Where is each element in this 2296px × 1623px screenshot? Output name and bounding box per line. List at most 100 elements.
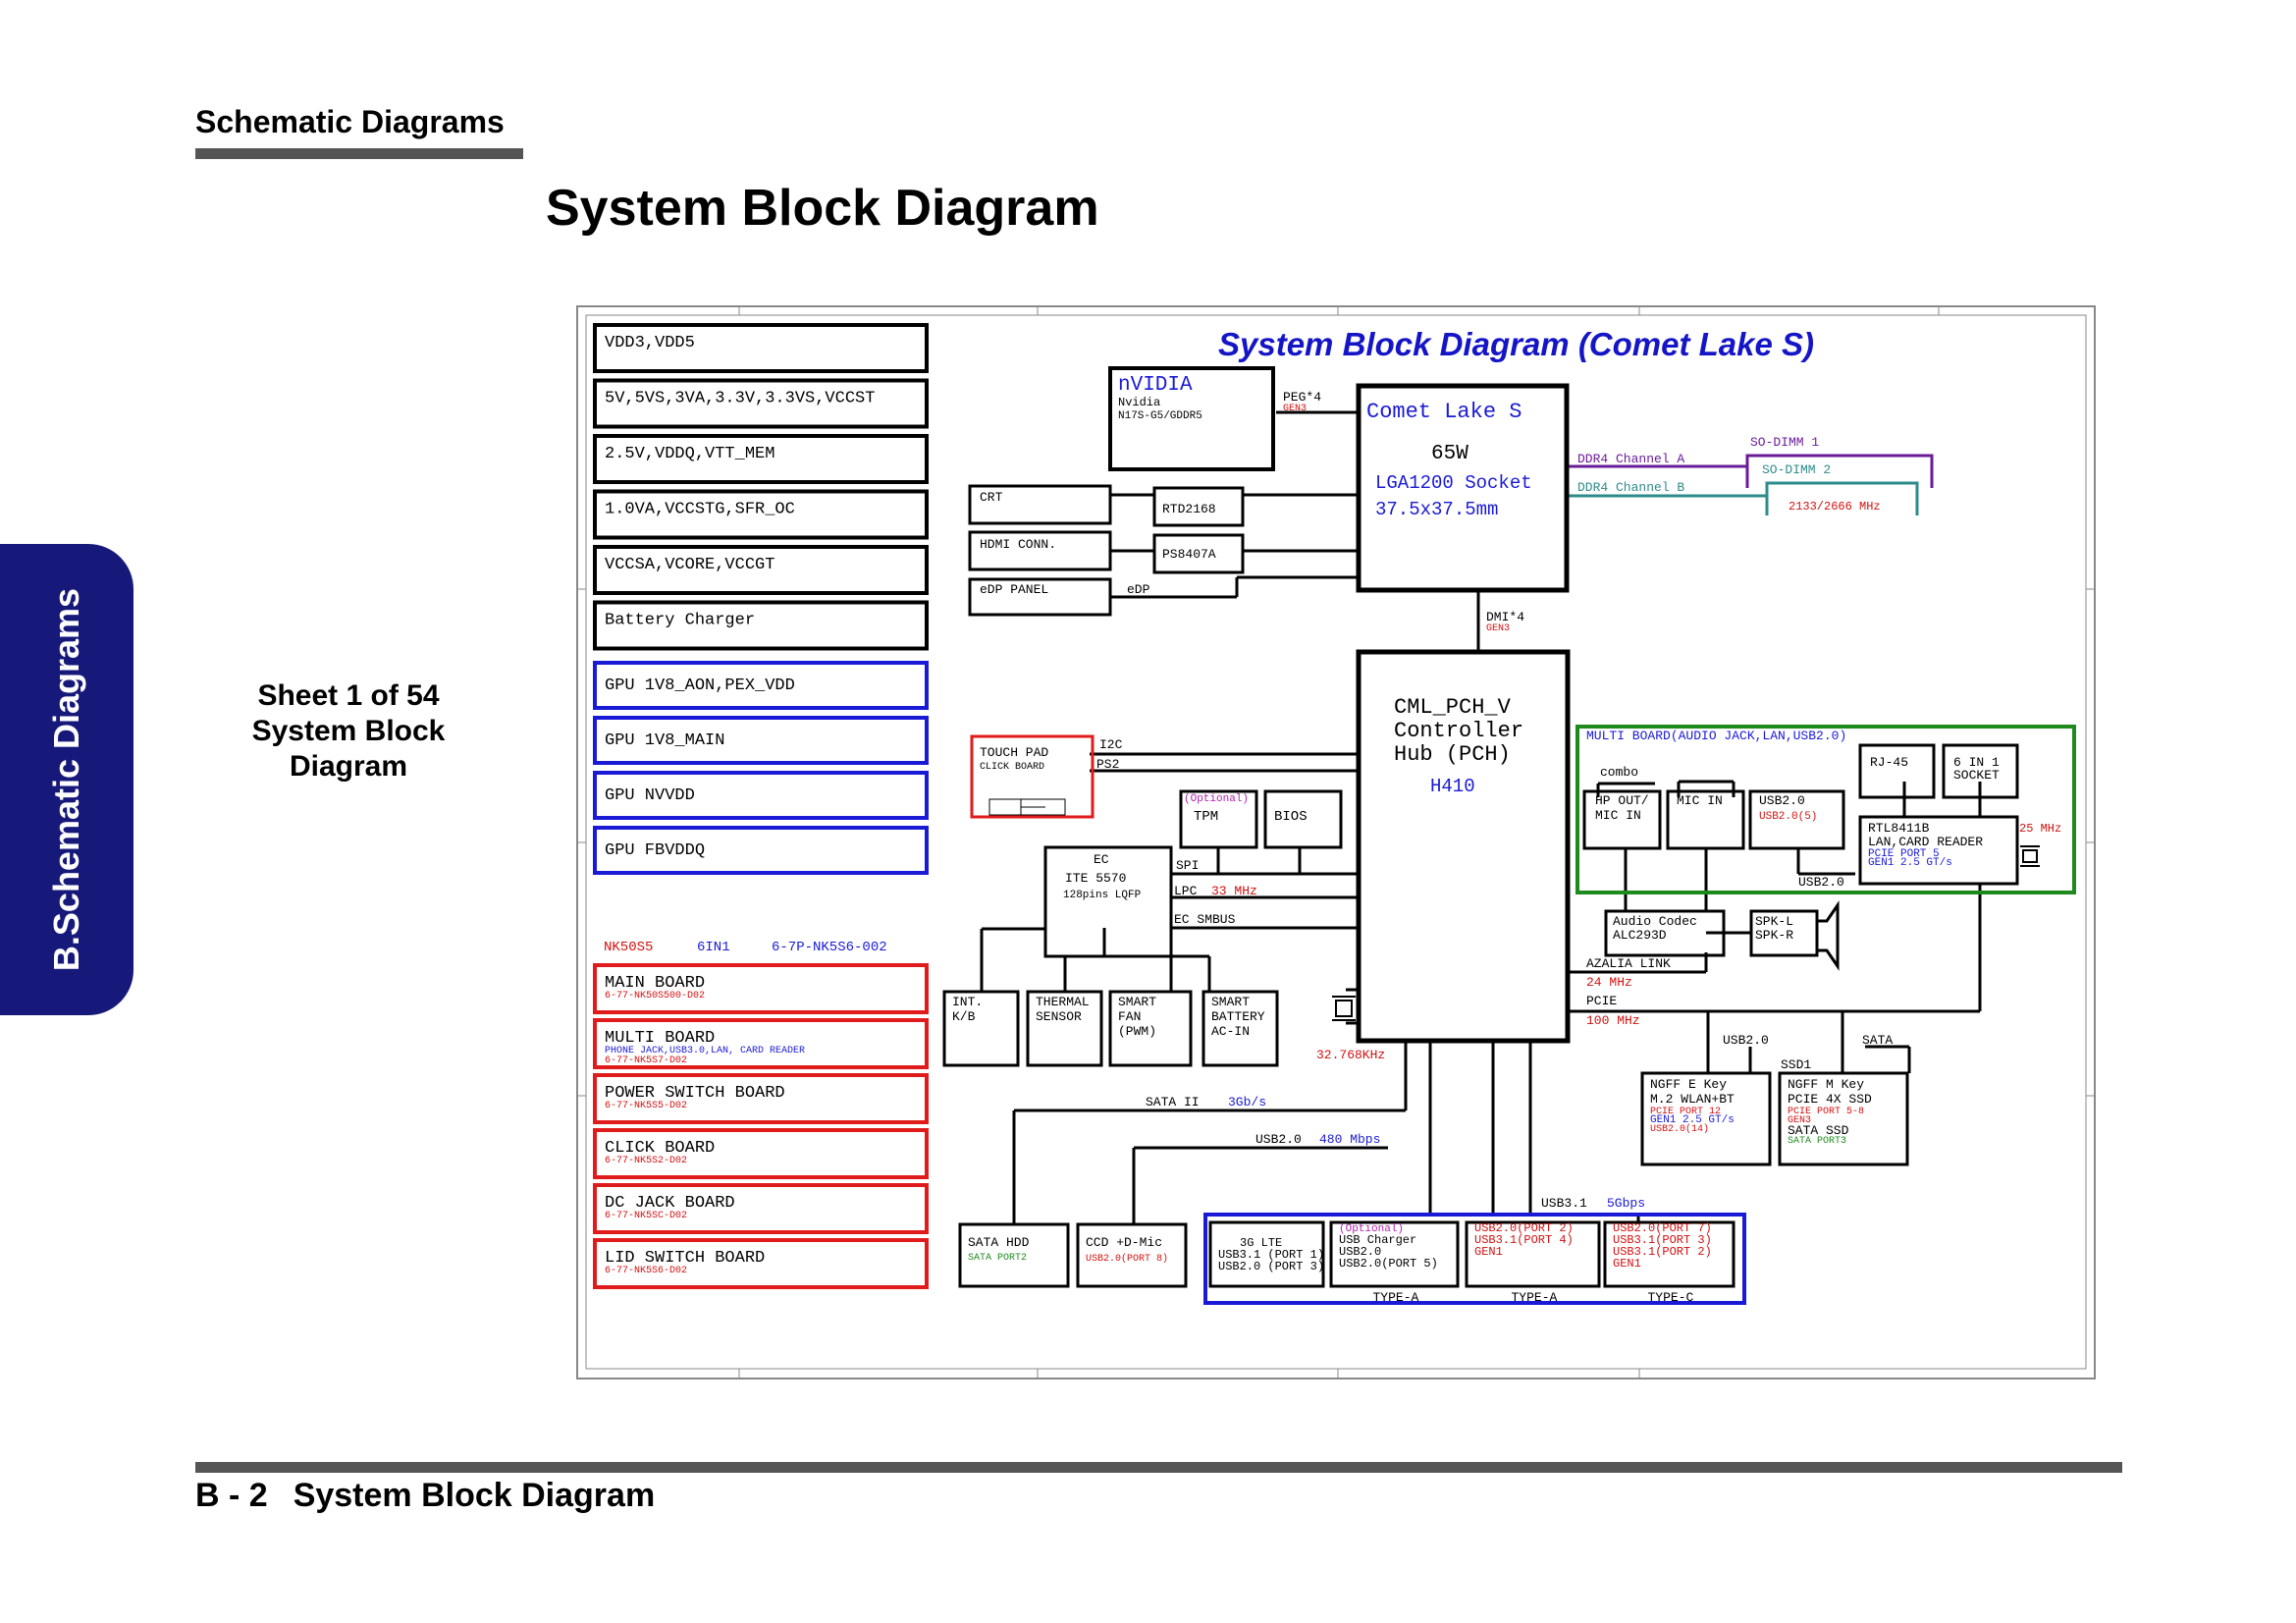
board-list-variant: 6IN1: [697, 940, 730, 955]
ngff-m-sata-port: SATA PORT3: [1788, 1136, 1846, 1147]
usb-port-l3: GEN1: [1474, 1245, 1503, 1259]
rtd2168-label: RTD2168: [1162, 502, 1216, 516]
board-pn: 6-77-NK5S5-D02: [605, 1101, 687, 1111]
ec-device-line1: SMART: [1211, 995, 1250, 1009]
usb-port-type: TYPE-A: [1373, 1290, 1419, 1305]
card-socket-box: [1942, 743, 2019, 799]
board-box: [593, 1073, 929, 1124]
ngff-e-gen: GEN1 2.5 GT/s: [1650, 1114, 1735, 1126]
board-box: [593, 1018, 929, 1069]
cpu-name: Comet Lake S: [1366, 400, 1522, 424]
header-rule: [195, 148, 523, 159]
click-board-label: CLICK BOARD: [980, 762, 1044, 773]
usb31-speed: 5Gbps: [1607, 1196, 1645, 1211]
sata-hdd-port: SATA PORT2: [968, 1253, 1027, 1264]
usb-port-l3: USB3.1(PORT 2): [1613, 1245, 1712, 1259]
power-rail-label: Battery Charger: [605, 612, 755, 630]
frame-ticks: [577, 306, 2095, 1379]
pch-line1: CML_PCH_V: [1394, 695, 1512, 720]
ec-device-line1: INT.: [952, 995, 983, 1009]
dmi-label: DMI*4: [1486, 610, 1524, 624]
ps2-label: PS2: [1096, 757, 1119, 772]
edp-label: eDP: [1127, 582, 1150, 597]
page-heading: System Block Diagram: [546, 180, 1099, 237]
cpu-box: [1356, 383, 1570, 593]
board-name: POWER SWITCH BOARD: [605, 1084, 785, 1103]
azalia-label: AZALIA LINK: [1586, 956, 1671, 971]
ec-device-line2: SENSOR: [1036, 1009, 1082, 1024]
ngff-m-sata: SATA SSD: [1788, 1123, 1849, 1138]
pch-line3: Hub (PCH): [1394, 742, 1511, 767]
power-rail-label: 1.0VA,VCCSTG,SFR_OC: [605, 501, 795, 519]
lan-gen: GEN1 2.5 GT/s: [1868, 857, 1952, 869]
bios-label: BIOS: [1274, 809, 1308, 825]
usb-port-l4: GEN1: [1613, 1257, 1641, 1271]
gpu-box: [1108, 366, 1275, 471]
ec-device-line2: K/B: [952, 1009, 976, 1024]
usb-port-box: [1208, 1220, 1325, 1288]
board-name: DC JACK BOARD: [605, 1194, 735, 1213]
usb-port-l1: USB2.0(PORT 7): [1613, 1221, 1712, 1235]
ec-device-box: [1201, 990, 1279, 1067]
ec-device-box: [942, 990, 1020, 1067]
peg-label: PEG*4: [1283, 390, 1321, 405]
multi-usb-port: USB2.0(5): [1759, 811, 1817, 823]
power-rail-box: [593, 323, 929, 373]
power-rail-box: [593, 378, 929, 429]
usb-ports-frame: [1203, 1213, 1746, 1305]
ccd-port: USB2.0(PORT 8): [1086, 1253, 1168, 1265]
board-desc: PHONE JACK,USB3.0,LAN, CARD READER: [605, 1046, 805, 1056]
ec-chip: ITE 5570: [1065, 871, 1126, 886]
rtc-freq: 32.768KHz: [1316, 1048, 1385, 1062]
ngff-m-box: [1778, 1071, 1909, 1166]
diagram-title: System Block Diagram (Comet Lake S): [1218, 326, 1814, 362]
card-socket-line2: SOCKET: [1953, 768, 2000, 783]
crt-label: CRT: [980, 490, 1003, 505]
footer-page-number: B - 2: [195, 1477, 268, 1514]
sodimm-2: SO-DIMM 2: [1762, 462, 1831, 477]
power-rail-label: VDD3,VDD5: [605, 334, 695, 352]
tpm-optional: (Optional): [1184, 793, 1249, 805]
power-rail-box: [593, 489, 929, 540]
spi-label: SPI: [1176, 858, 1199, 873]
usb-port-l1: USB2.0(PORT 2): [1474, 1221, 1574, 1235]
rtc-crystal-icon: [1332, 996, 1356, 1021]
lan-function: LAN,CARD READER: [1868, 835, 1983, 849]
pch-box: [1356, 649, 1571, 1044]
gpu-brand: nVIDIA: [1118, 374, 1193, 397]
multi-usb-label: USB2.0: [1759, 793, 1805, 808]
sheet-number: Sheet 1 of 54: [257, 679, 440, 712]
lpc-freq: 33 MHz: [1211, 884, 1257, 898]
ec-smbus-label: EC SMBUS: [1174, 912, 1236, 927]
board-name: CLICK BOARD: [605, 1139, 715, 1158]
board-box: [593, 1238, 929, 1289]
usb-port-l2: USB3.1(PORT 4): [1474, 1233, 1574, 1247]
gpu-rail-box: [593, 716, 929, 765]
power-rail-box: [593, 434, 929, 484]
usb-port-l2: USB Charger: [1339, 1233, 1416, 1247]
power-rail-list: VDD3,VDD55V,5VS,3VA,3.3V,3.3VS,VCCST2.5V…: [593, 323, 929, 651]
gpu-part: N17S-G5/GDDR5: [1118, 410, 1202, 422]
hdmi-box: [968, 530, 1112, 571]
side-tab: B.Schematic Diagrams: [0, 544, 133, 1015]
multi-usb-box: [1748, 789, 1845, 850]
usb-port-box: [1465, 1220, 1601, 1288]
sheet-name-line1: System Block: [251, 715, 446, 747]
pch-model: H410: [1430, 776, 1475, 797]
power-rail-label: 5V,5VS,3VA,3.3V,3.3VS,VCCST: [605, 390, 875, 408]
ps8407a-label: PS8407A: [1162, 547, 1216, 562]
audio-codec-chip: ALC293D: [1613, 928, 1667, 943]
usb-port-l3: USB2.0 (PORT 3): [1218, 1260, 1324, 1273]
power-rail-label: VCCSA,VCORE,VCCGT: [605, 556, 774, 574]
ngff-m-ssd: SSD1: [1781, 1057, 1811, 1072]
power-rail-box: [593, 600, 929, 651]
ngff-m-gen: GEN3: [1788, 1115, 1811, 1126]
usb2-speed: 480 Mbps: [1319, 1132, 1380, 1147]
board-box: [593, 1183, 929, 1234]
gpu-rail-label: GPU 1V8_MAIN: [605, 731, 724, 750]
ngff-m-pcie-ports: PCIE PORT 5-8: [1788, 1107, 1864, 1117]
ccd-box: [1076, 1222, 1188, 1288]
